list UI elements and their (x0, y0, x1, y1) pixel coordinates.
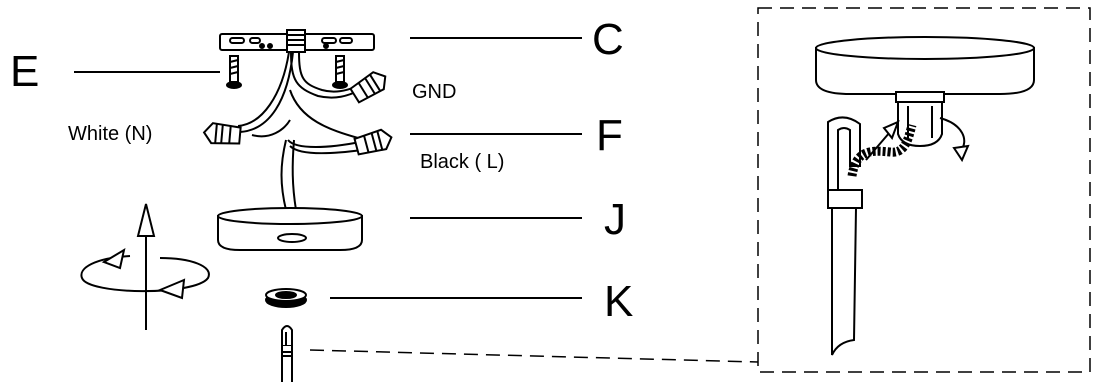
leader-lines (74, 37, 582, 299)
detail-callout (309, 7, 1091, 373)
hook-rod (281, 325, 293, 382)
mounting-screws (226, 55, 348, 89)
label-white-neutral: White (N) (68, 123, 152, 145)
wire-connectors (202, 71, 393, 156)
detail-view (815, 36, 1035, 356)
label-c: C (592, 15, 624, 64)
label-black-live: Black ( L) (420, 151, 504, 173)
label-gnd: GND (412, 81, 456, 103)
label-k: K (604, 277, 633, 326)
lock-nut (265, 288, 307, 308)
rotation-arrow-icon (80, 203, 210, 330)
label-j: J (604, 195, 626, 244)
canopy (217, 207, 363, 251)
mounting-bracket (219, 29, 375, 53)
label-f: F (596, 111, 623, 160)
label-e: E (10, 47, 39, 96)
